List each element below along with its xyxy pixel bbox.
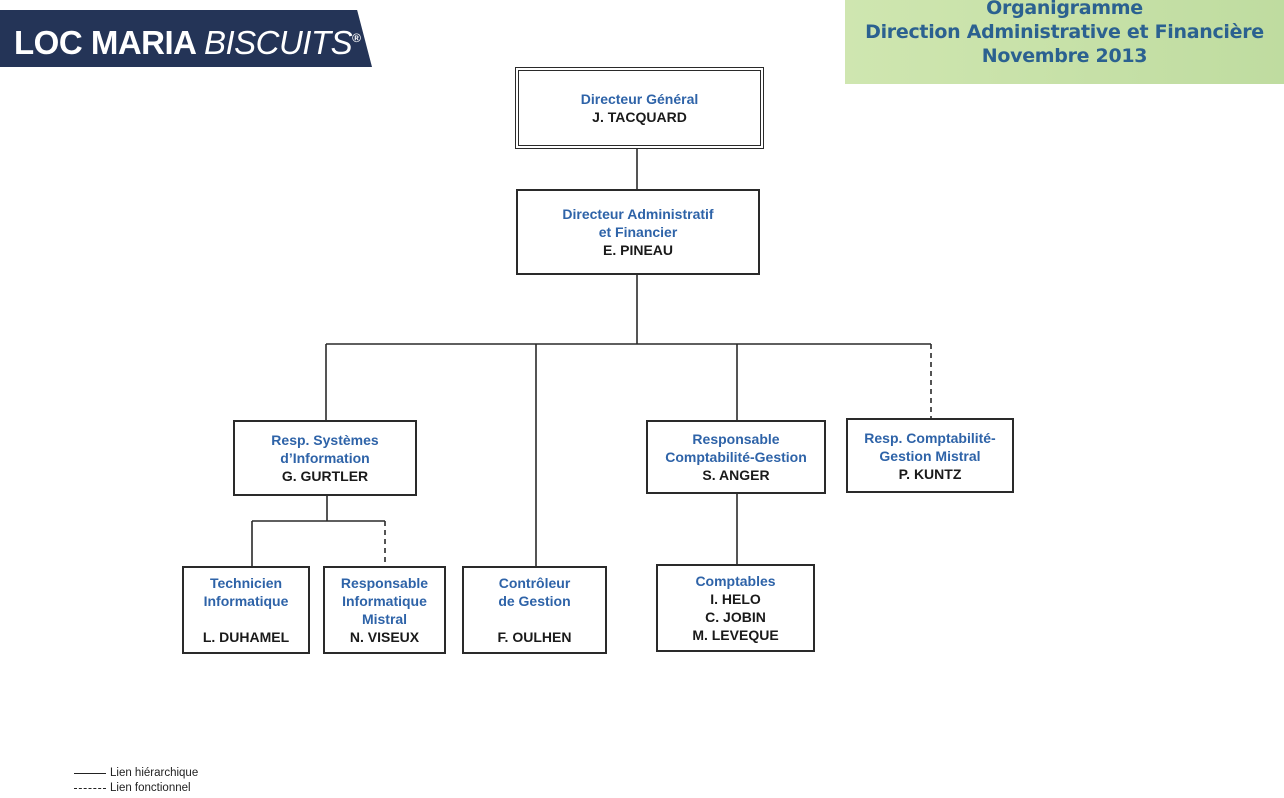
chart-subtitle: Direction Administrative et Financière (865, 21, 1264, 43)
box-directeur-general: Directeur Général J. TACQUARD (515, 67, 764, 149)
box-resp-comptabilite-mistral: Resp. Comptabilité- Gestion Mistral P. K… (846, 418, 1014, 493)
legend-solid: Lien hiérarchique (74, 767, 198, 779)
chart-title-box: Organigramme Direction Administrative et… (845, 0, 1284, 84)
dashed-line-sample (74, 787, 106, 789)
box-controleur-gestion: Contrôleur de Gestion F. OULHEN (462, 566, 607, 654)
chart-date: Novembre 2013 (981, 45, 1148, 67)
box-technicien-informatique: Technicien Informatique L. DUHAMEL (182, 566, 310, 654)
box-comptables: Comptables I. HELO C. JOBIN M. LEVEQUE (656, 564, 815, 652)
box-directeur-administratif: Directeur Administratif et Financier E. … (516, 189, 760, 275)
chart-title: Organigramme (986, 0, 1143, 19)
legend-dashed: Lien fonctionnel (74, 782, 191, 794)
box-responsable-informatique-mistral: Responsable Informatique Mistral N. VISE… (323, 566, 446, 654)
box-resp-systemes-information: Resp. Systèmes d’Information G. GURTLER (233, 420, 417, 496)
company-logo: LOC MARIA BISCUITS® (0, 10, 372, 67)
solid-line-sample (74, 772, 106, 774)
box-responsable-comptabilite-gestion: Responsable Comptabilité-Gestion S. ANGE… (646, 420, 826, 494)
